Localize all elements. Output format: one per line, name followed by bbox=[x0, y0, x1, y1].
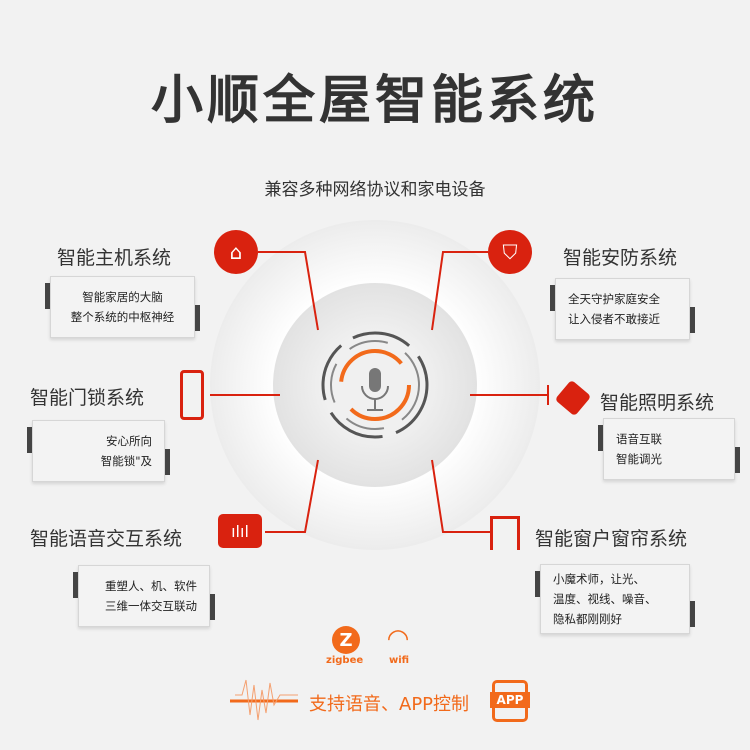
desc-line: 温度、视线、噪音、 bbox=[553, 592, 657, 606]
desc-line: 全天守护家庭安全 bbox=[568, 292, 660, 306]
lock-system-desc: 安心所向 智能锁"及 bbox=[27, 420, 170, 482]
voice-system-title: 智能语音交互系统 bbox=[30, 528, 183, 550]
sound-wave-icon bbox=[230, 679, 298, 721]
desc-line: 重塑人、机、软件 bbox=[105, 579, 197, 593]
page-title: 小顺全屋智能系统 bbox=[150, 71, 599, 131]
wifi-label: wifi bbox=[389, 655, 410, 666]
host-system-desc: 智能家居的大脑 整个系统的中枢神经 bbox=[45, 276, 200, 338]
voice-core-icon bbox=[321, 331, 429, 439]
page-subtitle: 兼容多种网络协议和家电设备 bbox=[264, 180, 486, 200]
host-system-title: 智能主机系统 bbox=[57, 247, 172, 269]
zigbee-label: zigbee bbox=[326, 655, 364, 666]
lighting-system-title: 智能照明系统 bbox=[600, 392, 715, 414]
curtain-system-desc: 小魔术师，让光、 温度、视线、噪音、 隐私都刚刚好 bbox=[535, 564, 695, 634]
security-system-desc: 全天守护家庭安全 让入侵者不敢接近 bbox=[550, 278, 695, 340]
voice-system-desc: 重塑人、机、软件 三维一体交互联动 bbox=[73, 565, 215, 627]
desc-line: 整个系统的中枢神经 bbox=[70, 310, 175, 324]
desc-line: 智能锁"及 bbox=[100, 454, 152, 468]
desc-line: 三维一体交互联动 bbox=[105, 599, 197, 613]
connector-lines bbox=[210, 251, 549, 533]
desc-line: 智能调光 bbox=[616, 452, 662, 466]
desc-line: 语音互联 bbox=[616, 432, 662, 446]
lock-system-title: 智能门锁系统 bbox=[30, 387, 145, 409]
desc-line: 智能家居的大脑 bbox=[82, 290, 163, 304]
desc-line: 让入侵者不敢接近 bbox=[568, 312, 660, 326]
curtain-system-title: 智能窗户窗帘系统 bbox=[535, 528, 688, 550]
phone-app-icon: APP bbox=[490, 680, 530, 722]
desc-line: 隐私都刚刚好 bbox=[553, 612, 622, 626]
shield-icon: ⛉ bbox=[488, 230, 532, 274]
app-badge: APP bbox=[490, 692, 530, 708]
security-system-title: 智能安防系统 bbox=[563, 247, 678, 269]
desc-line: 小魔术师，让光、 bbox=[553, 572, 645, 586]
control-support-text: 支持语音、APP控制 bbox=[309, 694, 470, 715]
lighting-system-desc: 语音互联 智能调光 bbox=[598, 418, 740, 480]
door-lock-icon bbox=[180, 370, 204, 420]
curtain-icon bbox=[490, 516, 520, 550]
wifi-icon: ◠ bbox=[386, 624, 410, 654]
router-icon: ⌂ bbox=[214, 230, 258, 274]
desc-line: 安心所向 bbox=[106, 434, 152, 448]
zigbee-icon: Z bbox=[332, 626, 360, 654]
voice-chat-icon: ılıl bbox=[218, 514, 262, 548]
